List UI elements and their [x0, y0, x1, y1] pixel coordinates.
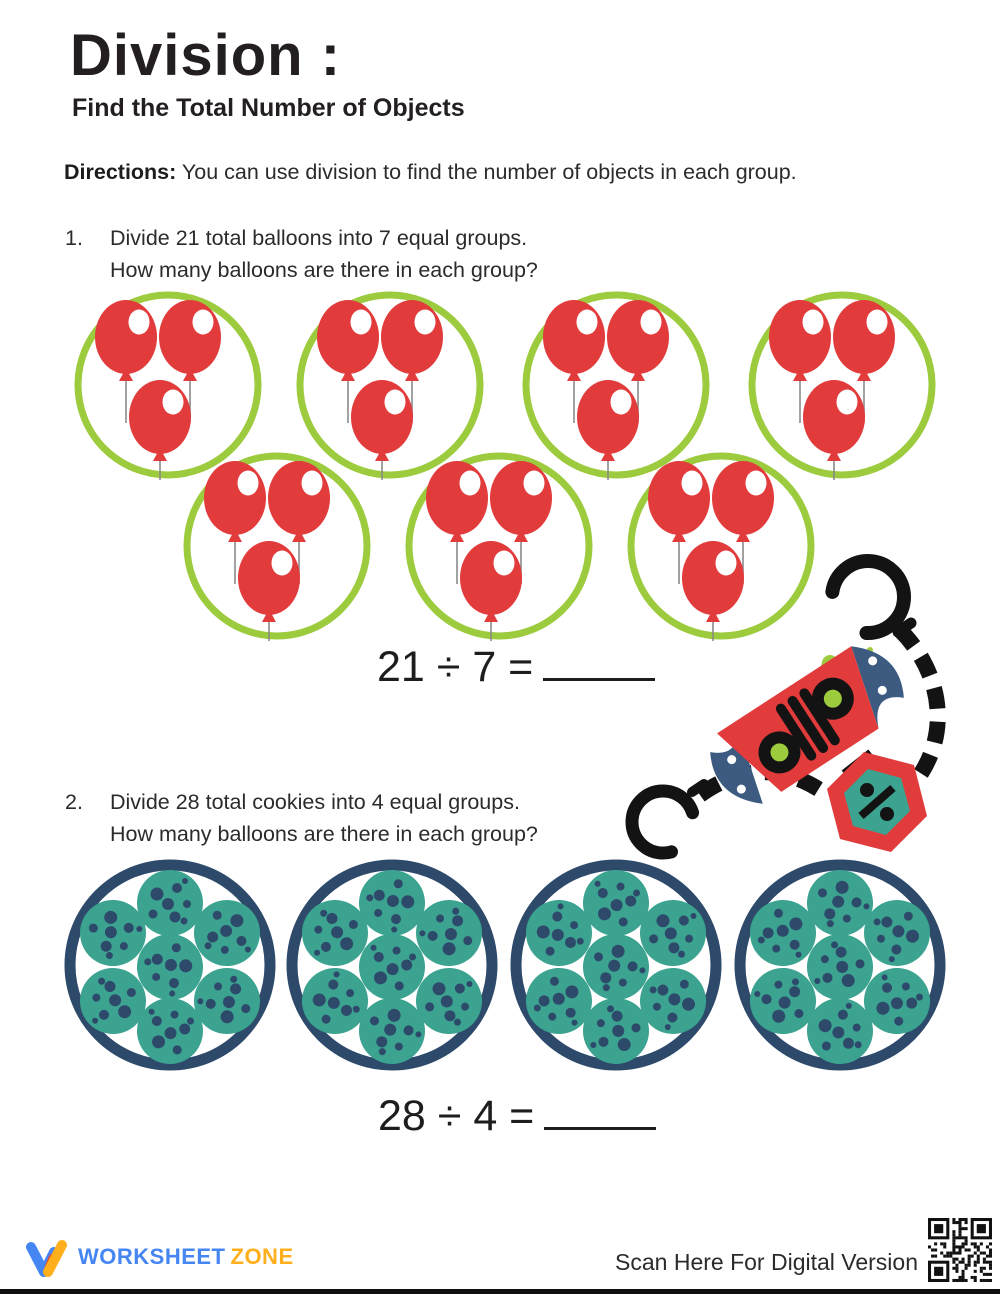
robot-grill — [758, 677, 854, 774]
cookie-icon — [80, 900, 146, 966]
balloon-icon — [490, 461, 552, 584]
cookie-icon — [359, 870, 425, 936]
cookie-icon — [526, 968, 592, 1034]
balloon-icon — [543, 300, 605, 423]
problem-2: 2. Divide 28 total cookies into 4 equal … — [65, 786, 765, 850]
cookie-icon — [416, 968, 482, 1034]
balloon-icon — [268, 461, 330, 584]
cookie-icon — [80, 968, 146, 1034]
cookie-group — [60, 855, 280, 1075]
balloon-icon — [803, 380, 865, 480]
cookie-icon — [583, 998, 649, 1064]
cookie-icon — [359, 934, 425, 1000]
robot-claw-top — [825, 554, 917, 640]
equation-2: 28 ÷ 4 = — [378, 1092, 657, 1141]
balloon-icon — [129, 380, 191, 480]
directions-label: Directions: — [64, 160, 177, 184]
robot-arm-right — [894, 624, 946, 794]
balloon-group — [182, 451, 372, 641]
cookie-icon — [194, 968, 260, 1034]
problem-1-line2: How many balloons are there in each grou… — [110, 258, 538, 282]
cookie-icon — [864, 900, 930, 966]
problem-2-number: 2. — [65, 790, 83, 814]
robot-head — [710, 646, 904, 804]
balloon-icon — [204, 461, 266, 584]
balloon-group — [747, 290, 937, 480]
problem-1-line1: Divide 21 total balloons into 7 equal gr… — [110, 226, 528, 250]
cookie-group — [282, 855, 502, 1075]
cookie-icon — [750, 900, 816, 966]
cookie-icon — [526, 900, 592, 966]
cookie-icon — [137, 870, 203, 936]
balloon-icon — [238, 541, 300, 641]
robot-arm-left — [695, 764, 825, 802]
page-title: Division : — [70, 23, 342, 88]
cookie-icon — [640, 968, 706, 1034]
brand-worksheet: WORKSHEET — [78, 1244, 226, 1269]
cookie-icon — [807, 934, 873, 1000]
answer-blank — [544, 1117, 657, 1130]
robot-illustration — [625, 554, 946, 860]
scan-here-text: Scan Here For Digital Version — [615, 1249, 918, 1275]
equation-1: 21 ÷ 7 = — [377, 643, 656, 692]
cookie-icon — [302, 900, 368, 966]
balloon-icon — [460, 541, 522, 641]
problem-1-number: 1. — [65, 226, 83, 250]
balloon-group — [73, 290, 263, 480]
cookie-icon — [864, 968, 930, 1034]
cookie-icon — [194, 900, 260, 966]
balloon-icon — [833, 300, 895, 423]
cookie-icon — [302, 968, 368, 1034]
cookie-icon — [807, 998, 873, 1064]
answer-blank — [543, 668, 656, 681]
percent-badge — [827, 752, 927, 852]
page-subtitle: Find the Total Number of Objects — [72, 94, 465, 122]
balloon-icon — [769, 300, 831, 423]
balloon-icon — [159, 300, 221, 423]
equation-1-text: 21 ÷ 7 = — [377, 643, 534, 691]
balloon-icon — [577, 380, 639, 480]
balloon-icon — [317, 300, 379, 423]
cookie-group — [730, 855, 950, 1075]
bottom-strip — [0, 1289, 1000, 1294]
cookie-icon — [359, 998, 425, 1064]
cookie-icon — [640, 900, 706, 966]
worksheetzone-logo-icon — [26, 1240, 67, 1277]
balloon-icon — [95, 300, 157, 423]
balloon-icon — [351, 380, 413, 480]
directions: Directions: You can use division to find… — [64, 160, 797, 185]
cookie-icon — [416, 900, 482, 966]
directions-text: You can use division to find the number … — [181, 160, 797, 184]
balloon-group — [404, 451, 594, 641]
balloon-group — [521, 290, 711, 480]
cookie-icon — [137, 998, 203, 1064]
cookie-icon — [750, 968, 816, 1034]
problem-2-line2: How many balloons are there in each grou… — [110, 822, 538, 846]
balloon-icon — [426, 461, 488, 584]
percent-icon — [858, 783, 896, 821]
balloon-group — [295, 290, 485, 480]
balloon-icon — [381, 300, 443, 423]
equation-2-text: 28 ÷ 4 = — [378, 1092, 535, 1140]
problem-2-line1: Divide 28 total cookies into 4 equal gro… — [110, 790, 520, 814]
cookie-icon — [583, 934, 649, 1000]
cookie-icon — [137, 934, 203, 1000]
problem-1: 1. Divide 21 total balloons into 7 equal… — [65, 222, 765, 286]
balloon-icon — [607, 300, 669, 423]
cookie-group — [506, 855, 726, 1075]
brand-zone: ZONE — [230, 1244, 294, 1269]
qr-code — [928, 1218, 992, 1282]
